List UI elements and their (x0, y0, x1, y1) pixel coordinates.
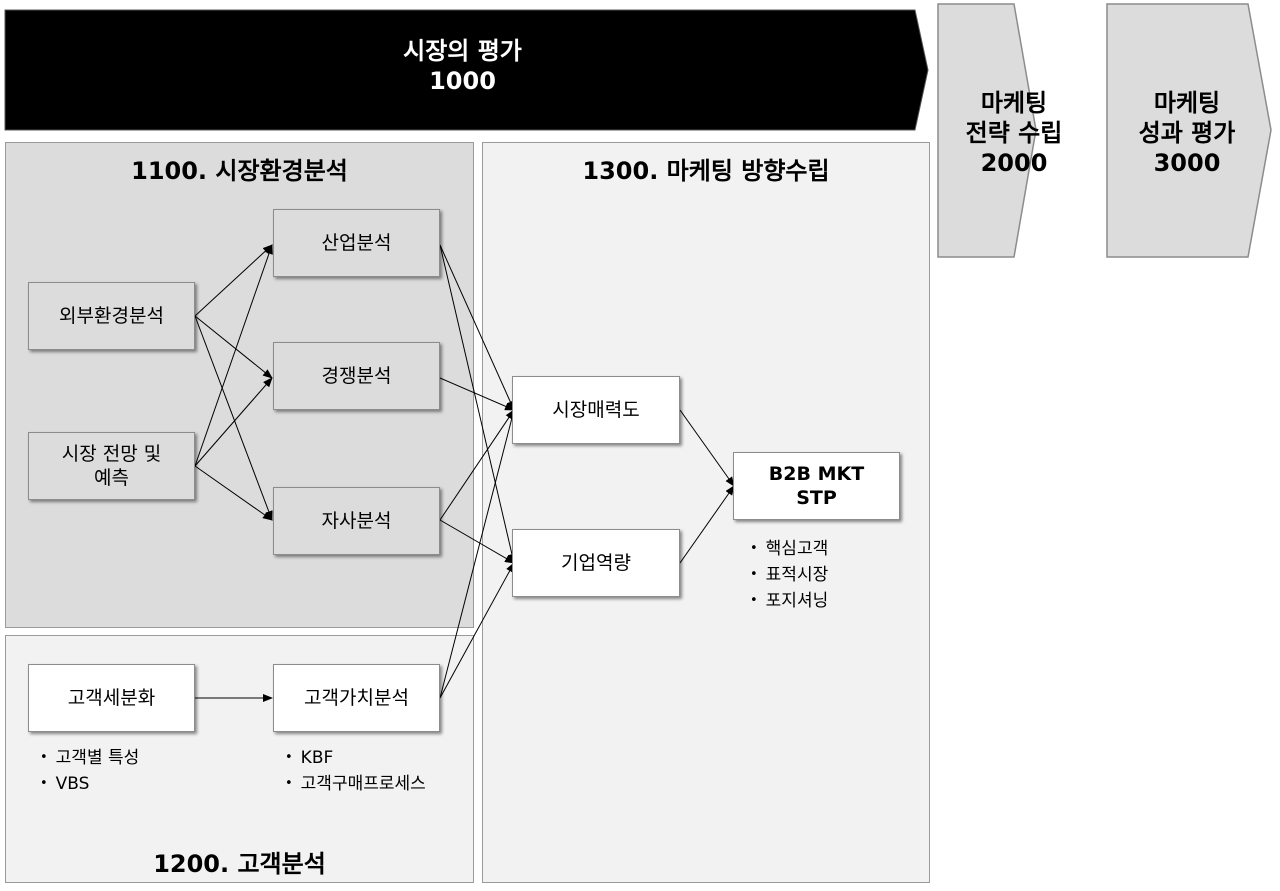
panel-customer-analysis-title: 1200. 고객분석 (153, 850, 326, 878)
box-market-forecast-line2: 예측 (94, 467, 129, 489)
box-customer-segmentation-label: 고객세분화 (67, 687, 156, 709)
box-company-capability-label: 기업역량 (561, 552, 631, 574)
chevron-strategy-label: 마케팅 전략 수립 2000 (938, 88, 1090, 178)
box-external-environment: 외부환경분석 (28, 282, 195, 350)
arrow-value-attractiveness (439, 409, 516, 699)
arrow-external-industry (194, 244, 273, 317)
chevron-strategy-line2: 전략 수립 (965, 119, 1063, 147)
box-industry-analysis-label: 산업분석 (321, 232, 392, 254)
bullet-item: VBS (40, 772, 139, 798)
arrow-industry-capability (439, 244, 516, 564)
arrow-industry-attractiveness (439, 244, 515, 411)
arrow-forecast-competition (194, 377, 273, 467)
box-company-analysis: 자사분석 (273, 487, 440, 555)
box-external-environment-label: 외부환경분석 (59, 305, 164, 327)
box-competition-analysis-label: 경쟁분석 (321, 365, 392, 387)
bullet-item: 고객별 특성 (40, 746, 140, 772)
arrow-value-capability (439, 562, 515, 699)
arrow-capability-stp (679, 485, 735, 564)
banner-title: 시장의 평가 (403, 37, 522, 65)
box-industry-analysis: 산업분석 (273, 209, 440, 277)
bullet-item: 표적시장 (750, 563, 829, 589)
chevron-performance (1106, 3, 1272, 258)
banner-code: 1000 (429, 67, 496, 95)
chevron-strategy-line1: 마케팅 (980, 89, 1048, 117)
box-market-attractiveness: 시장매력도 (512, 376, 680, 444)
panel-market-environment-title: 1100. 시장환경분석 (131, 157, 348, 185)
arrow-external-competition (194, 315, 273, 379)
chevron-performance-line2: 성과 평가 (1138, 119, 1236, 147)
box-customer-value: 고객가치분석 (273, 664, 440, 732)
value-bullets: KBF 고객구매프로세스 (285, 746, 426, 798)
arrow-forecast-company (194, 465, 273, 521)
bullet-item: KBF (285, 746, 426, 772)
stp-bullets: 핵심고객 표적시장 포지셔닝 (750, 537, 829, 615)
box-b2b-stp-line1: B2B MKT (768, 463, 865, 485)
arrow-company-capability (439, 519, 515, 564)
bullet-item: 포지셔닝 (750, 589, 829, 615)
arrow-company-attractiveness (439, 409, 515, 521)
segmentation-bullets: 고객별 특성 VBS (40, 746, 140, 798)
box-b2b-stp-line2: STP (796, 487, 837, 509)
box-competition-analysis: 경쟁분석 (273, 342, 440, 410)
banner-arrow (4, 9, 929, 131)
box-market-attractiveness-label: 시장매력도 (552, 399, 640, 421)
box-market-forecast-line1: 시장 전망 및 (61, 443, 162, 465)
banner-label: 시장의 평가 1000 (0, 36, 925, 96)
chevron-strategy (937, 3, 1037, 258)
bullet-item: 고객구매프로세스 (285, 772, 426, 798)
box-market-forecast: 시장 전망 및 예측 (28, 432, 195, 500)
chevron-performance-code: 3000 (1153, 149, 1221, 177)
arrow-attractiveness-stp (679, 409, 735, 487)
box-company-capability: 기업역량 (512, 529, 680, 597)
box-company-analysis-label: 자사분석 (321, 510, 392, 532)
bullet-item: 핵심고객 (750, 537, 829, 563)
arrow-external-company (194, 315, 273, 521)
box-customer-value-label: 고객가치분석 (304, 687, 409, 709)
panel-marketing-direction-title: 1300. 마케팅 방향수립 (582, 157, 830, 185)
chevron-performance-line1: 마케팅 (1153, 89, 1221, 117)
arrow-forecast-industry (194, 244, 273, 467)
chevron-performance-label: 마케팅 성과 평가 3000 (1107, 88, 1267, 178)
chevron-strategy-code: 2000 (980, 149, 1048, 177)
box-customer-segmentation: 고객세분화 (28, 664, 195, 732)
box-b2b-stp: B2B MKT STP (733, 452, 900, 520)
arrow-competition-attractiveness (439, 377, 515, 411)
